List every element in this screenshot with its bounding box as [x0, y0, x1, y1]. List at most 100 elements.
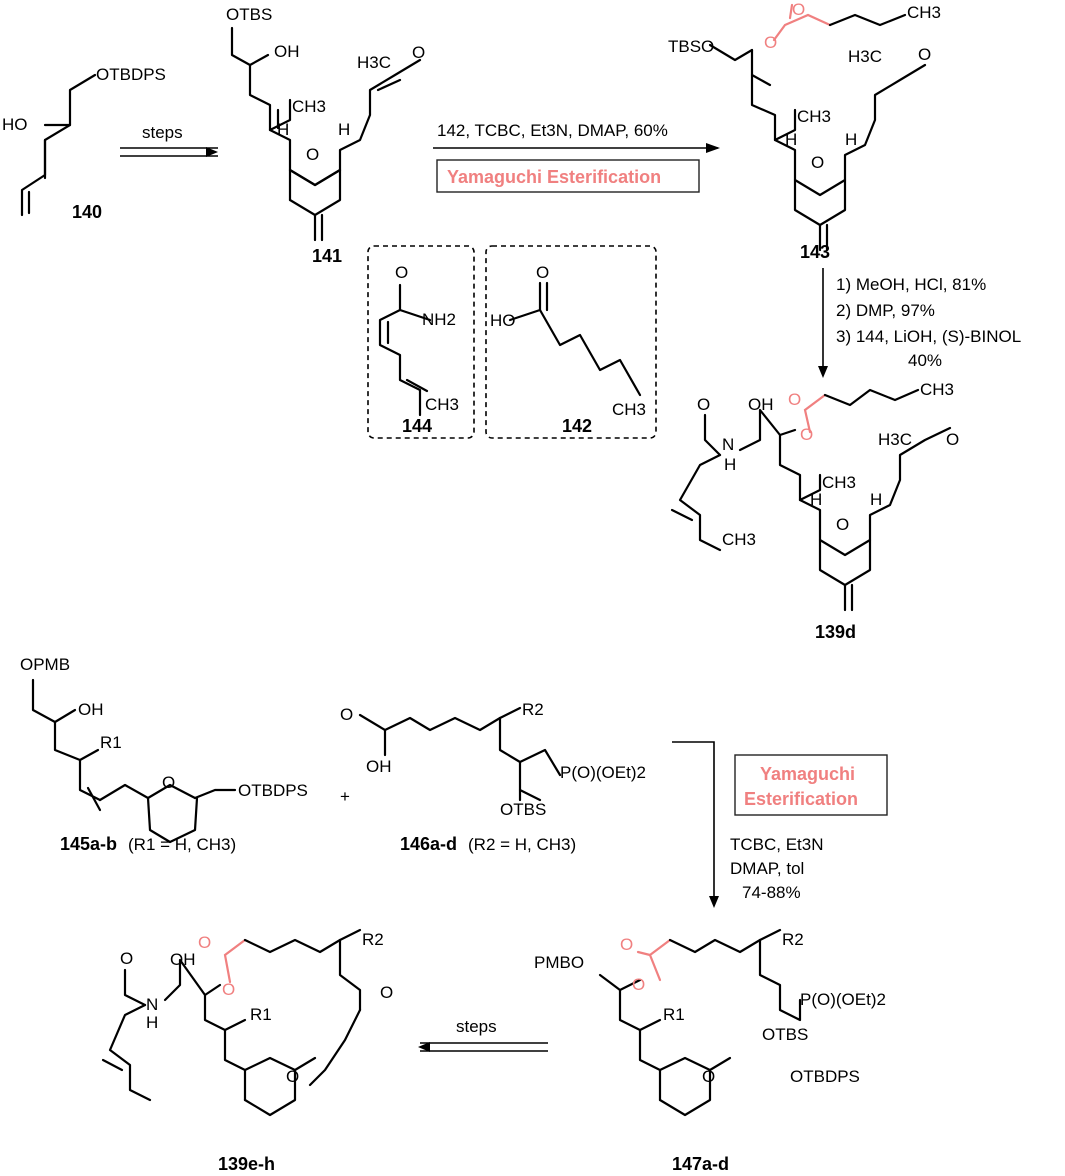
ho-label: HO: [2, 115, 28, 134]
compound-143-label: 143: [800, 242, 830, 262]
r2-label: R2: [522, 700, 544, 719]
plus-sign: +: [340, 787, 350, 806]
amide-o-label: O: [120, 949, 133, 968]
oh-label: OH: [748, 395, 774, 414]
arrow-146-147: Yamaguchi Esterification TCBC, Et3N DMAP…: [672, 741, 888, 908]
step-147-1: TCBC, Et3N: [730, 835, 824, 854]
otbs-label: OTBS: [500, 800, 546, 819]
ch3-label: CH3: [292, 97, 326, 116]
step-147-3: 74-88%: [742, 883, 801, 902]
ketone-o-label: O: [946, 430, 959, 449]
h3c-label: H3C: [357, 53, 391, 72]
compound-142-label: 142: [562, 416, 592, 436]
h-label-2: H: [845, 130, 857, 149]
h-label-1: H: [277, 120, 289, 139]
compound-140: OTBDPS HO 140: [2, 65, 166, 222]
amide-o-label: O: [395, 263, 408, 282]
opmb-label: OPMB: [20, 655, 70, 674]
acid-o-label: O: [340, 705, 353, 724]
amide-o-label: O: [697, 395, 710, 414]
step-139d-2: 2) DMP, 97%: [836, 301, 935, 320]
compound-139d-label: 139d: [815, 622, 856, 642]
r1-label: R1: [663, 1005, 685, 1024]
n-label: N: [722, 435, 734, 454]
compound-142-box: O HO CH3 142: [485, 245, 657, 439]
compound-141-label: 141: [312, 246, 342, 266]
acid-o-label: O: [536, 263, 549, 282]
otbs-label: OTBS: [226, 5, 272, 24]
ester-o-label: O: [222, 980, 235, 999]
arrow-143-139d: 1) MeOH, HCl, 81% 2) DMP, 97% 3) 144, Li…: [818, 268, 1021, 378]
compound-145-sub: (R1 = H, CH3): [128, 835, 236, 854]
yamaguchi-label-2a: Yamaguchi: [760, 764, 855, 784]
carbonyl-o-label: O: [198, 933, 211, 952]
compound-144-box: O NH2 CH3 144: [367, 245, 475, 439]
carbonyl-o-label: O: [620, 935, 633, 954]
ch3-label: CH3: [612, 400, 646, 419]
h3c-label: H3C: [878, 430, 912, 449]
ring-o-label: O: [836, 515, 849, 534]
compound-141: OTBS OH CH3 O H H H3C O 141: [226, 5, 425, 266]
step-147-2: DMAP, tol: [730, 859, 804, 878]
otbdps-label: OTBDPS: [238, 781, 308, 800]
ch3-label-2: CH3: [822, 473, 856, 492]
compound-146-label: 146a-d: [400, 834, 457, 854]
nh-h-label: H: [724, 455, 736, 474]
h-label-1: H: [785, 130, 797, 149]
compound-139d: O N H OH O O CH3 H3C O CH3 O H H CH3 139…: [670, 380, 959, 642]
arrow-141-143: 142, TCBC, Et3N, DMAP, 60% Yamaguchi Est…: [433, 121, 720, 193]
otbdps-label: OTBDPS: [790, 1067, 860, 1086]
compound-146: O OH R2 P(O)(OEt)2 OTBS 146a-d (R2 = H, …: [340, 700, 646, 854]
r2-label: R2: [782, 930, 804, 949]
steps-arrow-1: steps: [120, 123, 218, 157]
compound-145-label: 145a-b: [60, 834, 117, 854]
ring-o-label: O: [811, 153, 824, 172]
ch3-label: CH3: [920, 380, 954, 399]
ring-o-label: O: [286, 1067, 299, 1086]
compound-147-label: 147a-d: [672, 1154, 729, 1174]
oh-label: OH: [170, 950, 196, 969]
tbso-label: TBSO: [668, 37, 714, 56]
carbonyl-o-label: O: [788, 390, 801, 409]
nh-h-label: H: [146, 1013, 158, 1032]
step-139d-3: 3) 144, LiOH, (S)-BINOL: [836, 327, 1021, 346]
step-139d-1: 1) MeOH, HCl, 81%: [836, 275, 986, 294]
compound-139eh: O N H OH O O R2 O R1 O 139e-h: [101, 928, 393, 1174]
otbs-label: OTBS: [762, 1025, 808, 1044]
compound-140-label: 140: [72, 202, 102, 222]
oh-label: OH: [78, 700, 104, 719]
ring-o-label: O: [702, 1067, 715, 1086]
compound-145: OPMB OH R1 O OTBDPS 145a-b (R1 = H, CH3): [20, 655, 308, 854]
yamaguchi-label-1: Yamaguchi Esterification: [447, 167, 661, 187]
nh2-label: NH2: [422, 310, 456, 329]
ketone-o-label: O: [918, 45, 931, 64]
r2-label: R2: [362, 930, 384, 949]
ch3-label-2: CH3: [797, 107, 831, 126]
compound-146-sub: (R2 = H, CH3): [468, 835, 576, 854]
ring-o-label: O: [162, 773, 175, 792]
pmbo-label: PMBO: [534, 953, 584, 972]
h-label-1: H: [810, 490, 822, 509]
compound-147: PMBO O O R2 P(O)(OEt)2 OTBS R1 O OTBDPS …: [534, 928, 886, 1174]
compound-139eh-label: 139e-h: [218, 1154, 275, 1174]
ho-label: HO: [490, 311, 516, 330]
compound-144-label: 144: [402, 416, 432, 436]
h-label-2: H: [338, 120, 350, 139]
phosphonate-label: P(O)(OEt)2: [800, 990, 886, 1009]
r1-label: R1: [250, 1005, 272, 1024]
yamaguchi-label-2b: Esterification: [744, 789, 858, 809]
h3c-label: H3C: [848, 47, 882, 66]
r1-label: R1: [100, 733, 122, 752]
ester-o-label: O: [764, 33, 777, 52]
steps-label-1: steps: [142, 123, 183, 142]
ch3-label-3: CH3: [722, 530, 756, 549]
ring-o-label: O: [306, 145, 319, 164]
h-label-2: H: [870, 490, 882, 509]
ho-label: OH: [366, 757, 392, 776]
ch3-label: CH3: [425, 395, 459, 414]
ch3-label: CH3: [907, 3, 941, 22]
oh-label: OH: [274, 42, 300, 61]
ester-o-label: O: [800, 425, 813, 444]
